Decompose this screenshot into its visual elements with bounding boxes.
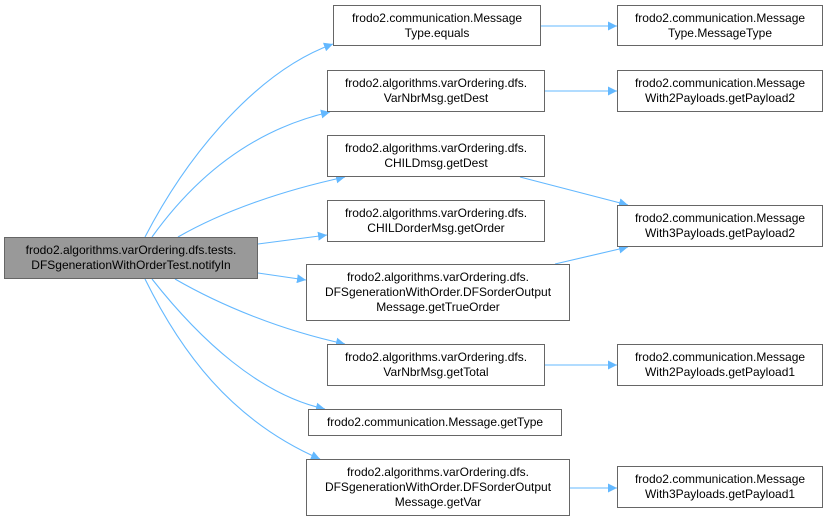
node-with3payloads-getpayload1[interactable]: frodo2.communication.Message With3Payloa…	[617, 466, 823, 508]
edge-root-to-n4	[257, 231, 328, 245]
node-messagetype-equals[interactable]: frodo2.communication.Message Type.equals	[333, 5, 541, 46]
edge-root-to-n1	[144, 42, 334, 238]
node-root[interactable]: frodo2.algorithms.varOrdering.dfs.tests.…	[4, 237, 258, 279]
node-childordermsg-getorder[interactable]: frodo2.algorithms.varOrdering.dfs. CHILD…	[327, 200, 545, 242]
edge-root-to-n2	[151, 109, 331, 238]
edge-root-to-n6	[174, 278, 346, 347]
node-with3payloads-getpayload2[interactable]: frodo2.communication.Message With3Payloa…	[617, 205, 823, 247]
edge-root-to-n3	[177, 174, 346, 238]
node-dfsorderoutput-gettrueorder[interactable]: frodo2.algorithms.varOrdering.dfs. DFSge…	[306, 264, 570, 321]
node-varnbrmsg-gettotal[interactable]: frodo2.algorithms.varOrdering.dfs. VarNb…	[327, 344, 545, 386]
node-dfsorderoutput-getvar[interactable]: frodo2.algorithms.varOrdering.dfs. DFSge…	[306, 459, 570, 516]
edge-root-to-n8	[144, 278, 321, 460]
node-with2payloads-getpayload2[interactable]: frodo2.communication.Message With2Payloa…	[617, 70, 823, 112]
node-childmsg-getdest[interactable]: frodo2.algorithms.varOrdering.dfs. CHILD…	[327, 135, 545, 177]
node-messagetype-messagetype[interactable]: frodo2.communication.Message Type.Messag…	[617, 5, 823, 46]
edge-root-to-n5	[257, 272, 307, 284]
edge-root-to-n7	[151, 278, 326, 412]
edge-n5-to-m3	[554, 244, 629, 265]
edge-n3-to-m3	[519, 176, 629, 208]
node-varnbrmsg-getdest[interactable]: frodo2.algorithms.varOrdering.dfs. VarNb…	[327, 70, 545, 112]
node-with2payloads-getpayload1[interactable]: frodo2.communication.Message With2Payloa…	[617, 344, 823, 386]
node-message-gettype[interactable]: frodo2.communication.Message.getType	[308, 409, 562, 436]
